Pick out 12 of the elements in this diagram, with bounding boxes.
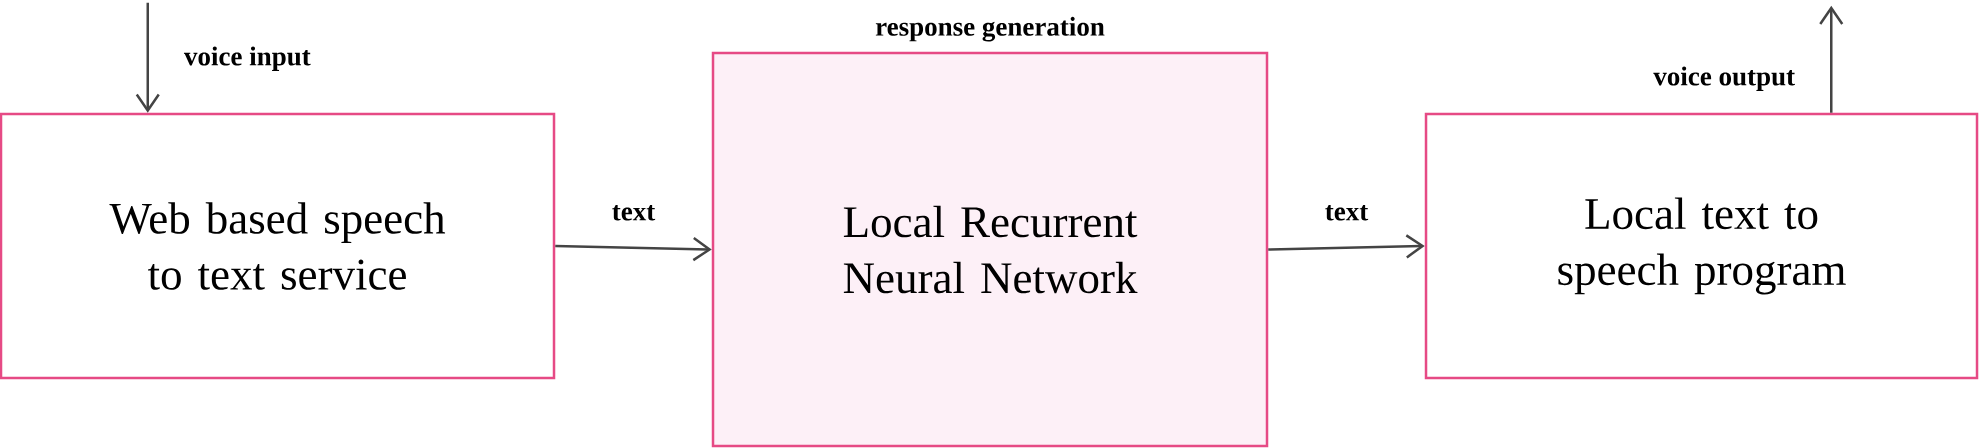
process-box: Local text to speech program [1424, 112, 1979, 380]
arrow [1819, 5, 1844, 113]
edge-label: text [1322, 203, 1371, 223]
box-heading: response generation [875, 16, 1105, 42]
arrow [135, 2, 160, 113]
process-box: Local Recurrent Neural Network [711, 51, 1269, 448]
process-box: Web based speech to text service [0, 112, 556, 380]
edge-label: voice input [181, 44, 313, 73]
edge-label: voice output [1651, 64, 1798, 93]
arrow [1268, 234, 1425, 259]
edge-label: text [609, 203, 658, 223]
arrow [555, 237, 712, 262]
